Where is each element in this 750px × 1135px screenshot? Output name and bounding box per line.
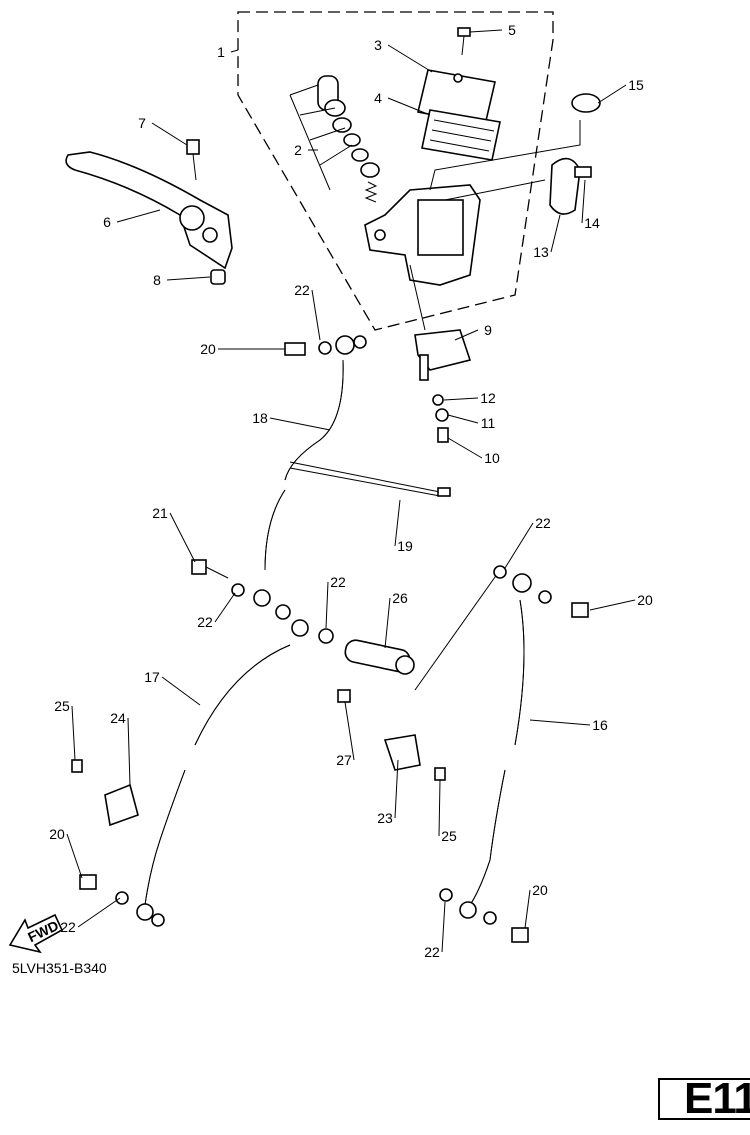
- callout-22: 22: [330, 574, 346, 590]
- callout-27: 27: [336, 752, 352, 768]
- callout-11: 11: [481, 415, 496, 431]
- callout-18: 18: [252, 410, 268, 426]
- leader-line: [387, 44, 433, 73]
- brake-lever: [65, 151, 233, 270]
- leader-line: [387, 97, 431, 116]
- callout-22: 22: [197, 614, 213, 630]
- callout-14: 14: [584, 215, 600, 231]
- leader-line: [161, 676, 201, 706]
- callout-1: 1: [217, 44, 225, 60]
- callout-20: 20: [200, 341, 216, 357]
- assembly-boundary: [237, 11, 554, 331]
- callout-3: 3: [374, 37, 382, 53]
- leader-line: [127, 717, 131, 786]
- callout-10: 10: [484, 450, 500, 466]
- leader-line: [230, 49, 239, 53]
- leader-line: [441, 901, 446, 953]
- callout-21: 21: [152, 505, 168, 521]
- page-label: E11: [684, 1074, 750, 1123]
- callout-25: 25: [441, 828, 457, 844]
- leader-line: [77, 897, 121, 928]
- leader-line: [581, 179, 586, 224]
- callout-9: 9: [484, 322, 492, 338]
- callout-20: 20: [532, 882, 548, 898]
- callout-6: 6: [103, 214, 111, 230]
- leader-line: [597, 84, 627, 104]
- leader-line: [438, 779, 441, 837]
- callout-7: 7: [138, 115, 146, 131]
- callout-22: 22: [535, 515, 551, 531]
- leader-line: [524, 889, 531, 929]
- leader-line: [344, 701, 355, 761]
- callout-13: 13: [533, 244, 549, 260]
- leader-line: [269, 417, 331, 431]
- callout-19: 19: [397, 538, 413, 554]
- leader-line: [529, 719, 591, 726]
- leader-line: [214, 592, 236, 623]
- leader-line: [311, 289, 321, 341]
- leader-line: [394, 499, 401, 547]
- leader-line: [589, 599, 636, 611]
- drawing-code: 5LVH351-B340: [12, 960, 107, 976]
- callout-24: 24: [110, 710, 126, 726]
- leader-line: [116, 209, 161, 223]
- callout-16: 16: [592, 717, 608, 733]
- leader-line: [151, 122, 188, 146]
- callout-26: 26: [392, 590, 408, 606]
- leader-line: [550, 214, 561, 253]
- callout-20: 20: [49, 826, 65, 842]
- leader-line: [71, 705, 76, 761]
- callout-22: 22: [424, 944, 440, 960]
- leader-line: [443, 397, 479, 401]
- leader-line: [447, 414, 479, 424]
- leader-line: [384, 597, 391, 649]
- leader-line: [447, 437, 483, 459]
- callout-2: 2: [294, 142, 302, 158]
- leader-line: [66, 833, 83, 879]
- callout-15: 15: [628, 77, 644, 93]
- leader-line: [169, 512, 196, 563]
- leader-line: [166, 276, 211, 281]
- callout-25: 25: [54, 698, 70, 714]
- callout-17: 17: [144, 669, 160, 685]
- leader-line: [394, 759, 399, 819]
- forward-arrow-icon: FWD: [8, 913, 64, 954]
- leader-line: [469, 29, 503, 33]
- callout-22: 22: [294, 282, 310, 298]
- callout-4: 4: [374, 90, 382, 106]
- callout-22: 22: [60, 919, 76, 935]
- leader-line: [454, 329, 479, 341]
- callout-12: 12: [480, 390, 496, 406]
- page-label-box: E11: [658, 1074, 750, 1123]
- callout-20: 20: [637, 592, 653, 608]
- callout-5: 5: [508, 22, 516, 38]
- callout-8: 8: [153, 272, 161, 288]
- leader-line: [504, 522, 534, 569]
- leader-line: [325, 581, 329, 629]
- callout-23: 23: [377, 810, 393, 826]
